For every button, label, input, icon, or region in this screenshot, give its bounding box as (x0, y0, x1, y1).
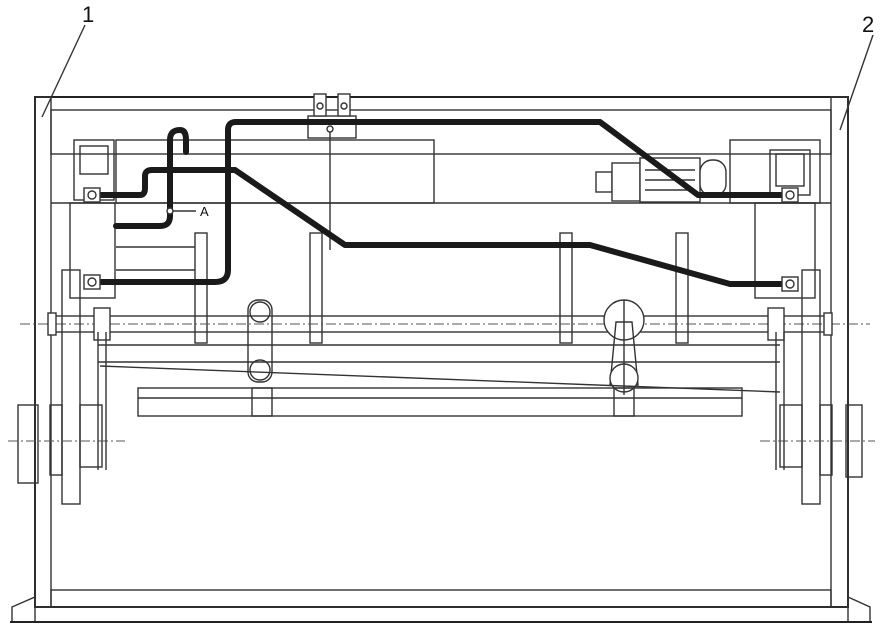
right-upper-cylinder (754, 149, 816, 299)
motor (595, 157, 727, 203)
right-side-assembly (760, 269, 875, 505)
callout-2-leader (839, 34, 874, 131)
main-shaft (20, 307, 870, 341)
callout-1-leader (41, 24, 86, 118)
guide-posts (116, 232, 689, 344)
blade-beam (98, 344, 781, 417)
left-upper-cylinder (69, 139, 116, 299)
callout-1-label: 1 (82, 2, 94, 27)
left-side-assembly (8, 269, 125, 505)
callout-2-label: 2 (862, 12, 874, 37)
right-pulley-link (603, 299, 645, 395)
pipe-fittings (83, 187, 799, 292)
hydraulic-pipes (89, 119, 793, 287)
machine-frame (10, 96, 872, 623)
left-connecting-link (247, 299, 273, 383)
point-a-label: A (200, 204, 209, 219)
